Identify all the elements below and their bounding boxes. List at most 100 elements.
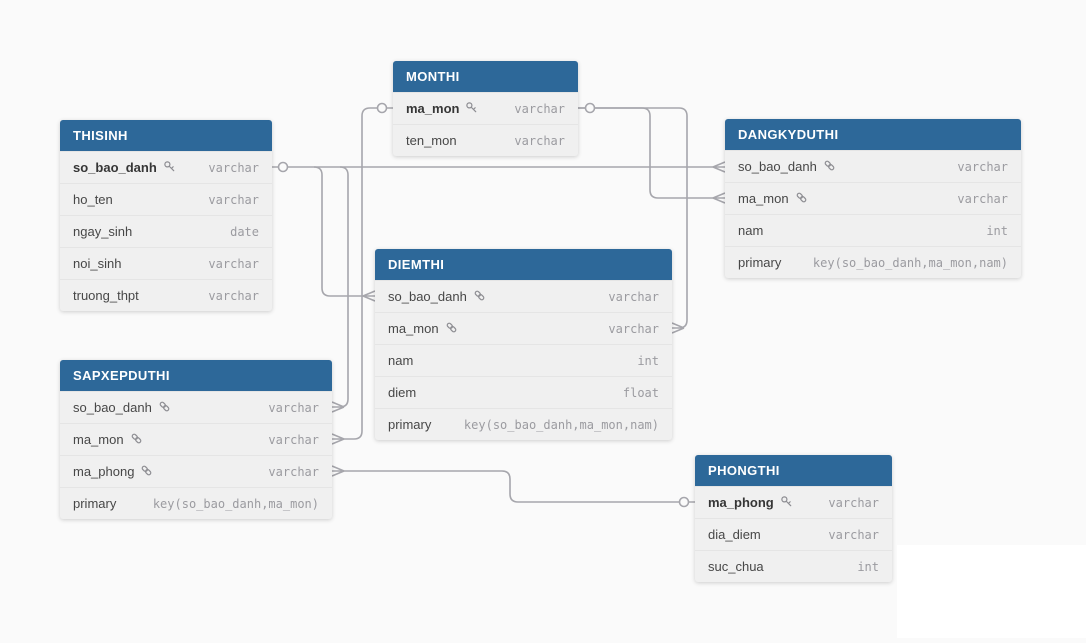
field-name-wrap: so_bao_danh — [388, 289, 486, 305]
field-row-ma_phong[interactable]: ma_phong varchar — [60, 455, 332, 487]
field-row-ma_phong[interactable]: ma_phong varchar — [695, 486, 892, 518]
field-name-wrap: so_bao_danh — [73, 160, 176, 176]
field-name-wrap: diem — [388, 385, 416, 400]
field-type: varchar — [208, 192, 259, 207]
field-row-truong_thpt[interactable]: truong_thpt varchar — [60, 279, 272, 311]
field-name: ten_mon — [406, 133, 457, 148]
field-name-wrap: suc_chua — [708, 559, 764, 574]
field-name-wrap: ngay_sinh — [73, 224, 132, 239]
field-name: primary — [738, 255, 782, 270]
field-type: varchar — [957, 159, 1008, 174]
field-name: ma_mon — [388, 321, 439, 336]
link-icon — [795, 191, 808, 207]
field-name: truong_thpt — [73, 288, 139, 303]
field-type: key(so_bao_danh,ma_mon) — [152, 496, 319, 511]
field-type: int — [857, 559, 879, 574]
field-name: ma_mon — [73, 432, 124, 447]
field-name: nam — [738, 223, 764, 238]
field-row-primary[interactable]: primary key(so_bao_danh,ma_mon) — [60, 487, 332, 519]
field-type: key(so_bao_danh,ma_mon,nam) — [463, 417, 659, 432]
table-header[interactable]: MONTHI — [393, 61, 578, 92]
one-marker — [277, 161, 289, 173]
rel-thisinh-diemthi — [313, 166, 375, 297]
field-name-wrap: nam — [738, 223, 763, 238]
field-row-ngay_sinh[interactable]: ngay_sinh date — [60, 215, 272, 247]
field-row-primary[interactable]: primary key(so_bao_danh,ma_mon,nam) — [375, 408, 672, 440]
field-type: varchar — [514, 101, 565, 116]
link-icon — [445, 321, 458, 337]
table-header[interactable]: DANGKYDUTHI — [725, 119, 1021, 150]
field-name: so_bao_danh — [73, 400, 152, 415]
field-name-wrap: truong_thpt — [73, 288, 139, 303]
field-name-wrap: noi_sinh — [73, 256, 121, 271]
table-header[interactable]: DIEMTHI — [375, 249, 672, 280]
table-header[interactable]: SAPXEPDUTHI — [60, 360, 332, 391]
field-type: varchar — [828, 495, 879, 510]
field-type: varchar — [268, 400, 319, 415]
field-name: dia_diem — [708, 527, 761, 542]
field-name: noi_sinh — [73, 256, 122, 271]
link-icon — [140, 464, 153, 480]
field-row-noi_sinh[interactable]: noi_sinh varchar — [60, 247, 272, 279]
field-row-ma_mon[interactable]: ma_mon varchar — [60, 423, 332, 455]
rel-thisinh-sapxepduthi — [332, 166, 349, 408]
many-marker — [331, 465, 345, 477]
field-type: varchar — [268, 464, 319, 479]
table-header[interactable]: PHONGTHI — [695, 455, 892, 486]
many-marker — [712, 161, 726, 173]
field-type: varchar — [208, 288, 259, 303]
field-type: varchar — [208, 160, 259, 175]
field-name-wrap: primary — [73, 496, 116, 511]
field-row-suc_chua[interactable]: suc_chua int — [695, 550, 892, 582]
field-name-wrap: ma_phong — [708, 495, 793, 511]
field-name-wrap: ma_phong — [73, 464, 153, 480]
field-name-wrap: so_bao_danh — [73, 400, 171, 416]
field-name: so_bao_danh — [388, 289, 467, 304]
field-name-wrap: ma_mon — [73, 432, 143, 448]
field-type: varchar — [828, 527, 879, 542]
link-icon — [158, 400, 171, 416]
field-type: varchar — [608, 321, 659, 336]
link-icon — [473, 289, 486, 305]
field-name: ho_ten — [73, 192, 113, 207]
field-type: varchar — [268, 432, 319, 447]
key-icon — [163, 160, 176, 176]
field-name-wrap: ma_mon — [388, 321, 458, 337]
field-row-dia_diem[interactable]: dia_diem varchar — [695, 518, 892, 550]
field-name-wrap: primary — [388, 417, 431, 432]
field-row-diem[interactable]: diem float — [375, 376, 672, 408]
field-name: ma_phong — [708, 495, 774, 510]
overlay-panel — [897, 545, 1086, 638]
field-name-wrap: ma_mon — [738, 191, 808, 207]
field-name: ngay_sinh — [73, 224, 133, 239]
field-row-so_bao_danh[interactable]: so_bao_danh varchar — [60, 151, 272, 183]
field-row-so_bao_danh[interactable]: so_bao_danh varchar — [60, 391, 332, 423]
field-name-wrap: dia_diem — [708, 527, 761, 542]
field-name: nam — [388, 353, 414, 368]
field-type: date — [230, 224, 259, 239]
link-icon — [130, 432, 143, 448]
many-marker — [331, 433, 345, 445]
field-row-ho_ten[interactable]: ho_ten varchar — [60, 183, 272, 215]
field-type: varchar — [208, 256, 259, 271]
field-type: float — [622, 385, 659, 400]
rel-monthi-dangkyduthi — [578, 107, 725, 199]
field-name: so_bao_danh — [73, 160, 157, 175]
table-header[interactable]: THISINH — [60, 120, 272, 151]
field-row-ma_mon[interactable]: ma_mon varchar — [375, 312, 672, 344]
